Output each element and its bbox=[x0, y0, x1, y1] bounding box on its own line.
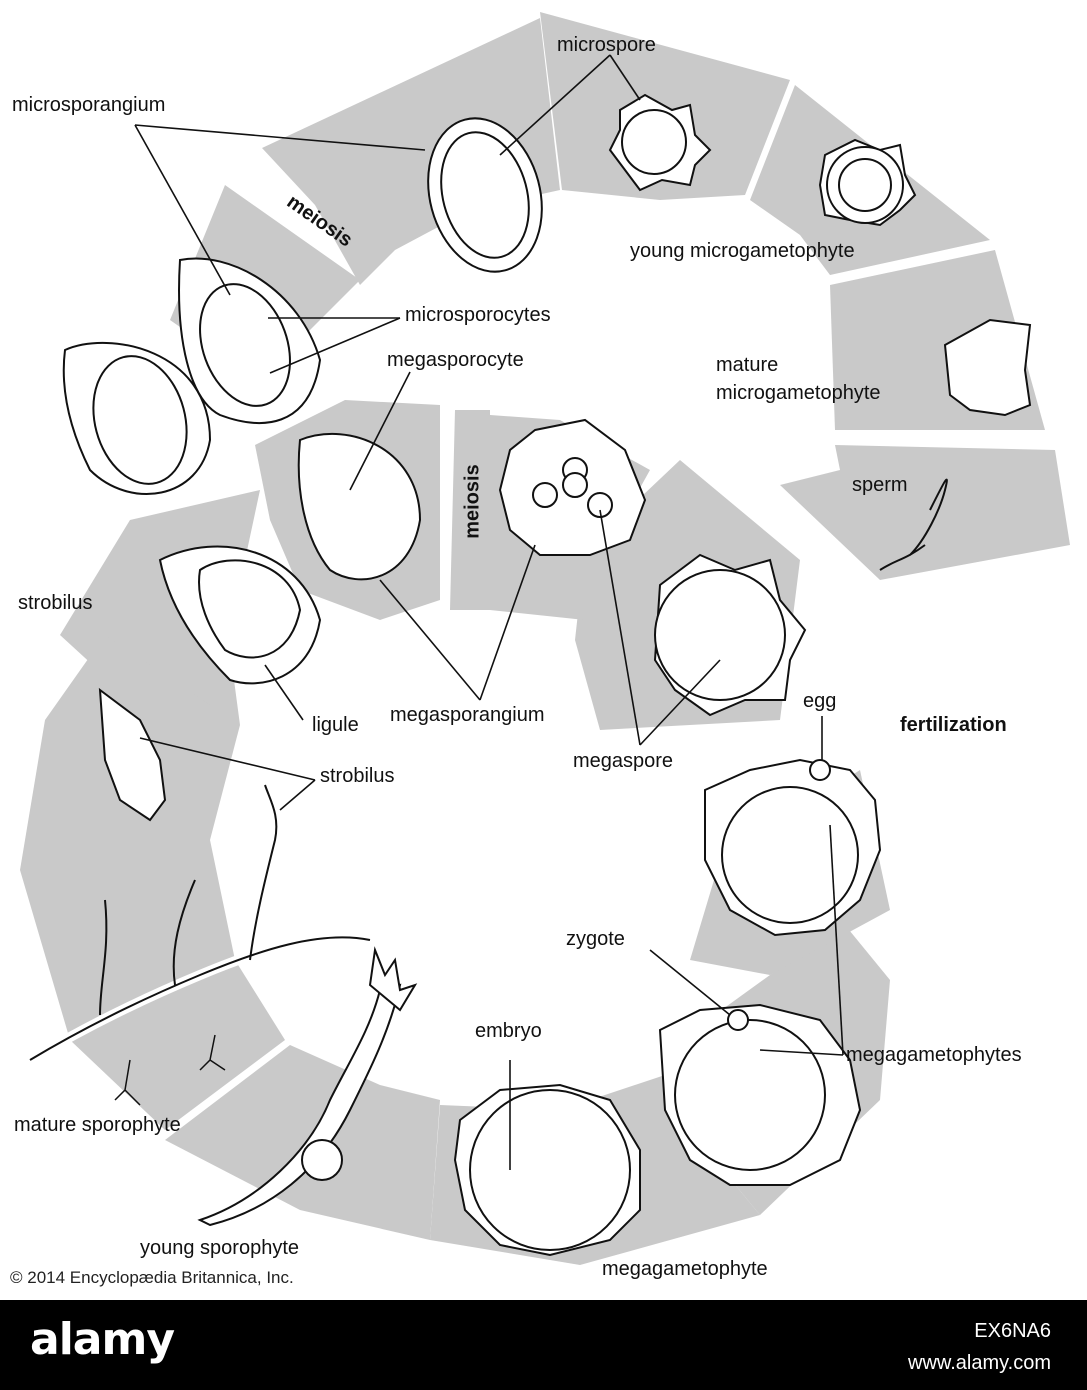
leader-megaspore-b bbox=[639, 659, 721, 746]
leader-zygote bbox=[649, 949, 731, 1016]
leader-microspore-b bbox=[609, 54, 641, 101]
leader-microsporangium-b bbox=[134, 124, 231, 296]
label-young-sporophyte: young sporophyte bbox=[140, 1237, 300, 1259]
label-strobilus-plant: strobilus bbox=[320, 765, 395, 787]
leader-microsporangium-a bbox=[134, 124, 426, 151]
footer-bar: alamy EX6NA6 www.alamy.com bbox=[0, 1300, 1087, 1390]
megasporangium-lower bbox=[198, 559, 302, 659]
band-seg-young-sporophyte bbox=[165, 1045, 440, 1240]
leader-strobilus-a bbox=[139, 737, 316, 781]
label-megasporangium: megasporangium bbox=[390, 704, 545, 726]
microsporangium-mid bbox=[199, 283, 291, 407]
leader-megaspore-a bbox=[599, 509, 641, 746]
plant-strobilus bbox=[98, 687, 167, 822]
leader-microspore-a bbox=[499, 54, 611, 156]
label-ligule: ligule bbox=[312, 714, 359, 736]
leader-ligule bbox=[264, 664, 304, 721]
label-zygote: zygote bbox=[566, 928, 625, 950]
mature-microgametophyte-cell bbox=[943, 318, 1032, 417]
leader-megagametophytes-a bbox=[829, 824, 844, 1056]
label-mature-sporophyte: mature sporophyte bbox=[14, 1114, 181, 1136]
footer-logo: alamy bbox=[30, 1314, 175, 1365]
label-megaspore: megaspore bbox=[573, 750, 674, 772]
structures bbox=[27, 93, 1032, 1257]
young-sporophyte-leaf bbox=[368, 946, 418, 1012]
sperm-cell bbox=[879, 478, 948, 571]
label-microsporangium: microsporangium bbox=[12, 94, 166, 116]
label-megagametophytes: megagametophytes bbox=[846, 1044, 1022, 1066]
band-seg-sperm bbox=[780, 445, 1070, 580]
band-seg-meiosis-mid bbox=[450, 410, 490, 610]
label-mature-2: microgametophyte bbox=[716, 382, 881, 404]
label-fertilization: fertilization bbox=[900, 714, 1007, 736]
copyright-notice: © 2014 Encyclopædia Britannica, Inc. bbox=[10, 1268, 294, 1287]
label-young-microgametophyte: young microgametophyte bbox=[630, 240, 855, 262]
leader-lines bbox=[134, 54, 844, 1170]
label-megagametophyte: megagametophyte bbox=[602, 1258, 768, 1280]
band-seg-mature-sporophyte bbox=[20, 635, 285, 1130]
leader-strobilus-b bbox=[279, 779, 316, 811]
label-mature-1: mature bbox=[716, 354, 779, 376]
leader-megasporangium-b bbox=[479, 544, 536, 701]
leader-microsporocytes-b bbox=[269, 317, 401, 374]
label-megasporocyte: megasporocyte bbox=[387, 349, 524, 371]
label-microspore: microspore bbox=[557, 34, 656, 56]
footer-url: www.alamy.com bbox=[908, 1352, 1051, 1374]
label-microsporocytes: microsporocytes bbox=[405, 304, 551, 326]
egg-cell bbox=[809, 759, 831, 781]
roots bbox=[114, 1034, 226, 1106]
leader-megasporocyte bbox=[349, 371, 411, 491]
sporophyll-megasporocyte bbox=[297, 432, 422, 581]
diagram-stage: microsporangium microspore meiosis young… bbox=[10, 12, 1070, 1287]
footer-image-code: EX6NA6 bbox=[974, 1320, 1051, 1342]
zygote-cell bbox=[727, 1009, 749, 1031]
microsporangium-left bbox=[92, 355, 188, 485]
label-embryo: embryo bbox=[475, 1020, 542, 1042]
band-seg-microsporangium bbox=[262, 18, 560, 285]
label-meiosis-mid: meiosis bbox=[461, 464, 484, 539]
label-sperm: sperm bbox=[852, 474, 908, 496]
leader-megasporangium-a bbox=[379, 579, 481, 701]
label-egg: egg bbox=[803, 690, 837, 712]
leader-megagametophytes-b bbox=[759, 1049, 844, 1056]
label-strobilus-left: strobilus bbox=[18, 592, 93, 614]
life-cycle-diagram bbox=[20, 12, 1070, 1265]
